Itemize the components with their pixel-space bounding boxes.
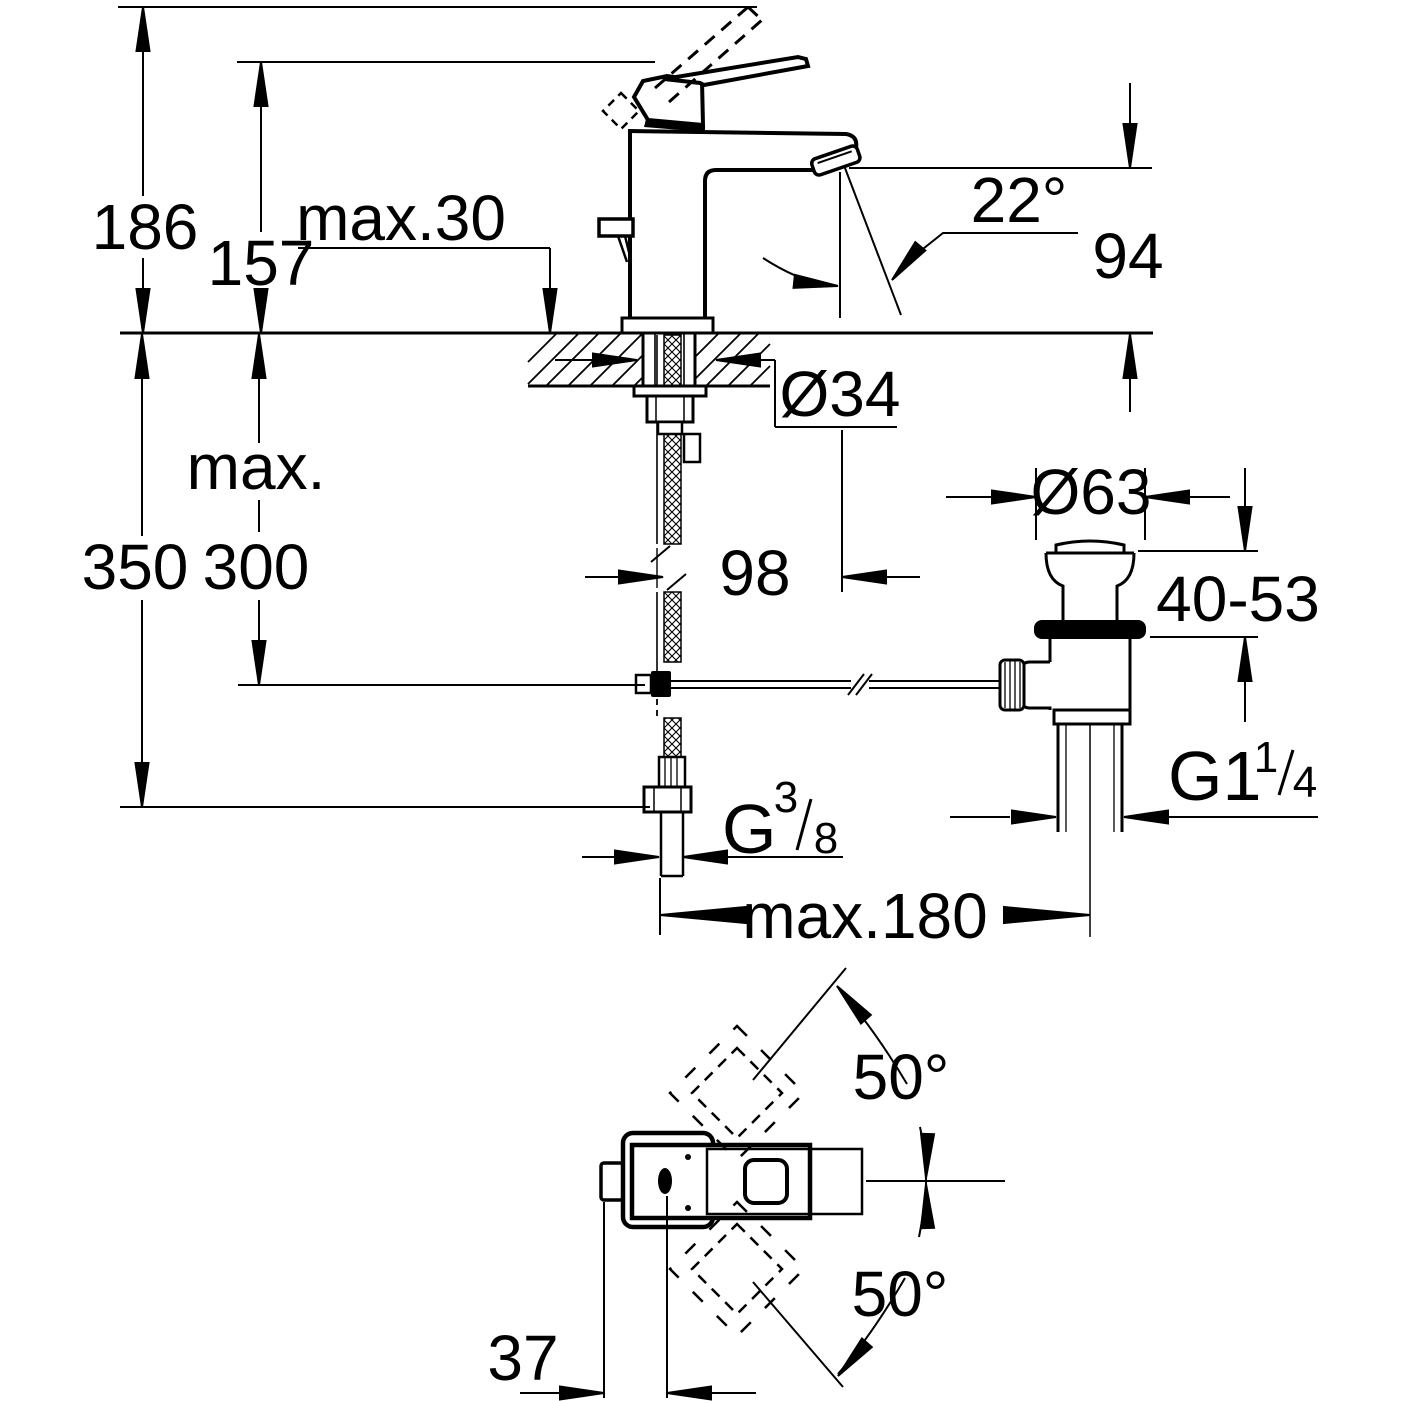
handle-pivot-dashed xyxy=(601,91,641,131)
spout-opening-top xyxy=(743,1158,789,1205)
dim-label-186: 186 xyxy=(92,191,199,263)
handle-raised-dashed xyxy=(654,5,764,104)
top-view-labels: 50° 50° 37 xyxy=(487,1041,949,1394)
popup-rod xyxy=(671,680,851,689)
dimensions xyxy=(118,6,1318,935)
aerator xyxy=(809,144,862,177)
faucet-body xyxy=(597,5,862,335)
g38-letter: G xyxy=(722,790,776,868)
dim-label-40-53: 40-53 xyxy=(1156,563,1320,635)
hose-nut xyxy=(642,785,693,814)
dim-label-50-upper: 50° xyxy=(853,1041,950,1113)
handle-swivel-dashed xyxy=(668,1024,806,1338)
braided-hose-upper xyxy=(663,334,682,545)
popup-knob-top xyxy=(599,1161,625,1202)
dim-label-157: 157 xyxy=(208,227,315,299)
dim-label-98: 98 xyxy=(719,537,790,609)
dim-label-max30: max.30 xyxy=(296,182,506,254)
screw-dot-lower xyxy=(685,1205,691,1211)
offset-37-dimension xyxy=(520,1196,756,1401)
g38-denominator: 8 xyxy=(814,814,838,863)
braided-hose-lower xyxy=(663,717,682,758)
check-valve xyxy=(682,432,702,464)
rod-adjust-knob xyxy=(998,658,1026,712)
dim-label-max: max. xyxy=(187,431,326,503)
dim-label-300: 300 xyxy=(203,531,310,603)
supply-and-rod xyxy=(632,333,1000,878)
dim-label-g114: G1 1 4 xyxy=(1168,733,1317,815)
handle-top xyxy=(705,1147,864,1216)
side-view: 186 157 max.30 22° 94 Ø34 max. 300 350 9… xyxy=(82,5,1320,952)
dim-label-dia63: Ø63 xyxy=(1031,456,1152,528)
screw-dot-upper xyxy=(685,1154,691,1160)
popup-knob xyxy=(597,217,635,263)
g38-thread-end xyxy=(659,812,685,878)
dim-label-22deg: 22° xyxy=(971,164,1068,236)
waste-pushbutton xyxy=(1054,539,1126,553)
waste-tailpipe xyxy=(1056,724,1124,832)
dim-label-dia34: Ø34 xyxy=(780,358,901,430)
dim-label-94: 94 xyxy=(1092,220,1163,292)
side-view-labels: 186 157 max.30 22° 94 Ø34 max. 300 350 9… xyxy=(82,164,1320,952)
swivel-angle-dimension xyxy=(752,967,1005,1388)
g114-numerator: 1 xyxy=(1254,733,1278,782)
braided-hose-mid xyxy=(663,591,682,663)
rod-tee xyxy=(651,671,671,697)
dim-label-50-lower: 50° xyxy=(852,1258,949,1330)
dim-label-37: 37 xyxy=(487,1322,558,1394)
popup-rod-hole xyxy=(658,1168,672,1194)
base-plate xyxy=(620,316,715,335)
popup-waste xyxy=(998,539,1146,937)
dim-label-g38: G 3 8 xyxy=(722,773,838,868)
top-view: 50° 50° 37 xyxy=(487,967,1005,1401)
dim-label-350: 350 xyxy=(82,531,189,603)
g114-letter: G1 xyxy=(1168,737,1261,815)
waste-gasket xyxy=(1034,620,1146,639)
dim-label-max180: max.180 xyxy=(742,880,987,952)
g114-denominator: 4 xyxy=(1293,758,1317,807)
g38-numerator: 3 xyxy=(774,773,798,822)
handle-lever xyxy=(631,54,811,132)
